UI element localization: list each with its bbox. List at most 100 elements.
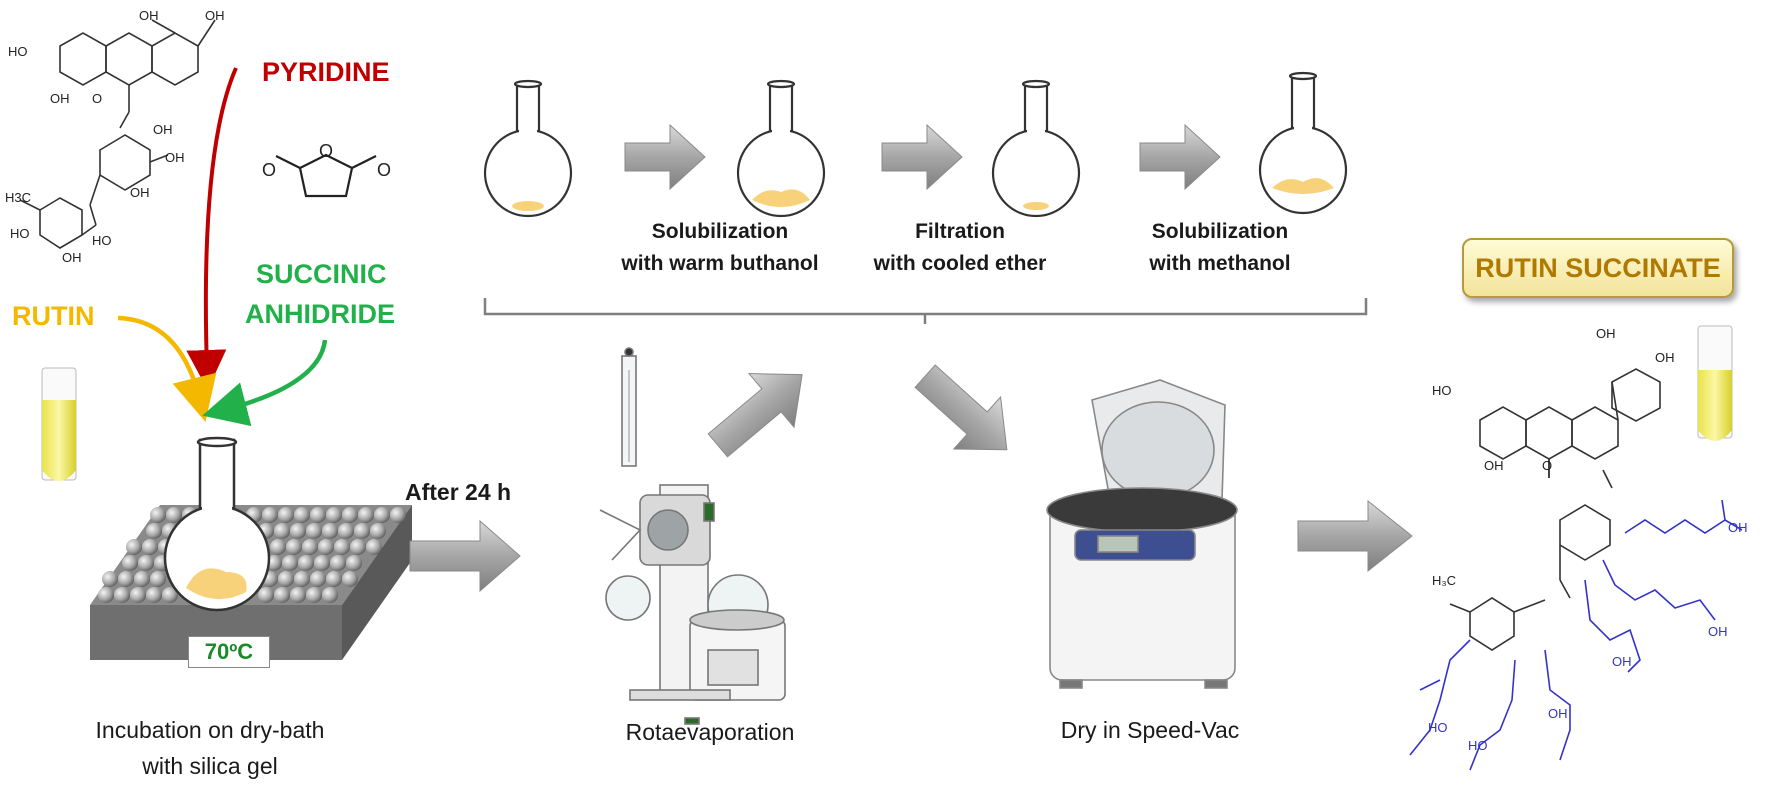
- rutin-oh-7: OH: [62, 250, 82, 265]
- silica-bead: [130, 587, 146, 603]
- silica-bead: [350, 539, 366, 555]
- silica-bead: [290, 523, 306, 539]
- silica-bead: [166, 507, 182, 523]
- rutin-o-1: O: [92, 91, 102, 106]
- silica-bead: [310, 571, 326, 587]
- arrow-1: [624, 123, 706, 191]
- step2-label-line1: Filtration: [915, 220, 1005, 243]
- prod-ho-2: HO: [1428, 720, 1448, 735]
- arrow-rotavap-up: [707, 373, 803, 458]
- incubation-flask: [163, 436, 271, 612]
- temperature-tag: 70ºC: [188, 636, 270, 668]
- silica-bead: [98, 587, 114, 603]
- rutin-oh-1: OH: [50, 91, 70, 106]
- silica-bead: [322, 587, 338, 603]
- temperature-value: 70ºC: [204, 639, 254, 664]
- silica-bead: [118, 571, 134, 587]
- silica-bead: [290, 587, 306, 603]
- silica-bead: [322, 523, 338, 539]
- silica-bead: [146, 587, 162, 603]
- silica-bead: [126, 539, 142, 555]
- pyridine-arrow: [186, 67, 238, 390]
- silica-bead: [278, 571, 294, 587]
- silica-bead: [318, 539, 334, 555]
- silica-bead: [302, 539, 318, 555]
- silica-bead: [306, 523, 322, 539]
- anhydride-o-left: O: [262, 160, 276, 180]
- flask-2: [736, 79, 826, 218]
- prod-oh-3: OH: [1655, 350, 1675, 365]
- silica-bead: [334, 539, 350, 555]
- rutin-structure: [19, 19, 216, 249]
- silica-bead: [390, 507, 406, 523]
- prod-oh-1: OH: [1484, 458, 1504, 473]
- rutin-oh-6: OH: [130, 185, 150, 200]
- rutin-ho-1: HO: [8, 44, 28, 59]
- silica-bead: [162, 587, 178, 603]
- silica-bead: [146, 523, 162, 539]
- product-tube: [1697, 325, 1733, 441]
- silica-bead: [150, 571, 166, 587]
- flask-3: [991, 79, 1081, 218]
- arrow-down-to-speedvac: [914, 364, 1008, 451]
- silica-bead: [278, 507, 294, 523]
- step3-label-line2: with methanol: [1149, 252, 1291, 275]
- prod-oh-6: OH: [1612, 654, 1632, 669]
- rutin-oh-4: OH: [153, 122, 173, 137]
- silica-bead: [294, 571, 310, 587]
- product-title-box: RUTIN SUCCINATE: [1462, 238, 1734, 298]
- product-title: RUTIN SUCCINATE: [1475, 252, 1721, 283]
- silica-bead: [374, 507, 390, 523]
- silica-bead: [102, 571, 118, 587]
- arrow-speedvac-to-product: [1297, 499, 1413, 573]
- arrow-bath-to-rotavap: [409, 519, 521, 593]
- silica-bead: [306, 587, 322, 603]
- rotary-evaporator: [599, 347, 786, 725]
- silica-bead: [114, 587, 130, 603]
- silica-bead: [286, 539, 302, 555]
- silica-bead: [134, 571, 150, 587]
- steps-bracket: [483, 298, 1368, 316]
- prod-ch3: H₃C: [1432, 573, 1456, 588]
- silica-bead: [326, 507, 342, 523]
- silica-bead: [342, 571, 358, 587]
- speedvac-caption: Dry in Speed-Vac: [1060, 717, 1240, 743]
- incubation-caption-line2: with silica gel: [142, 753, 278, 779]
- arrow-3: [1139, 123, 1221, 191]
- silica-bead: [298, 555, 314, 571]
- silica-bead: [258, 587, 274, 603]
- anhydride-o-ring: O: [319, 141, 333, 161]
- rutin-oh-3: OH: [205, 8, 225, 23]
- prod-o-1: O: [1542, 458, 1552, 473]
- silica-bead: [122, 555, 138, 571]
- silica-bead: [338, 523, 354, 539]
- silica-bead: [366, 539, 382, 555]
- anhydride-o-right: O: [377, 160, 391, 180]
- rutin-oh-5: OH: [165, 150, 185, 165]
- silica-bead: [142, 539, 158, 555]
- step1-label-line2: with warm buthanol: [621, 252, 819, 275]
- rutin-ho-2: HO: [10, 226, 30, 241]
- rutin-tube: [41, 367, 77, 481]
- succinic-label-line2: ANHIDRIDE: [245, 299, 396, 329]
- prod-ho-3: HO: [1468, 738, 1488, 753]
- silica-bead: [310, 507, 326, 523]
- silica-bead: [138, 555, 154, 571]
- incubation-caption-line1: Incubation on dry-bath: [95, 717, 325, 743]
- silica-bead: [262, 507, 278, 523]
- rutin-ho-3: HO: [92, 233, 112, 248]
- rutin-label: RUTIN: [12, 301, 95, 331]
- silica-bead: [274, 523, 290, 539]
- silica-bead: [342, 507, 358, 523]
- silica-bead: [282, 555, 298, 571]
- flask-1: [483, 79, 573, 218]
- prod-oh-5: OH: [1708, 624, 1728, 639]
- rutin-arrow: [117, 315, 217, 422]
- silica-bead: [150, 507, 166, 523]
- silica-bead: [274, 587, 290, 603]
- step2-label-line2: with cooled ether: [873, 252, 1047, 275]
- prod-oh-7: OH: [1548, 706, 1568, 721]
- speedvac: [1046, 379, 1238, 689]
- silica-bead: [370, 523, 386, 539]
